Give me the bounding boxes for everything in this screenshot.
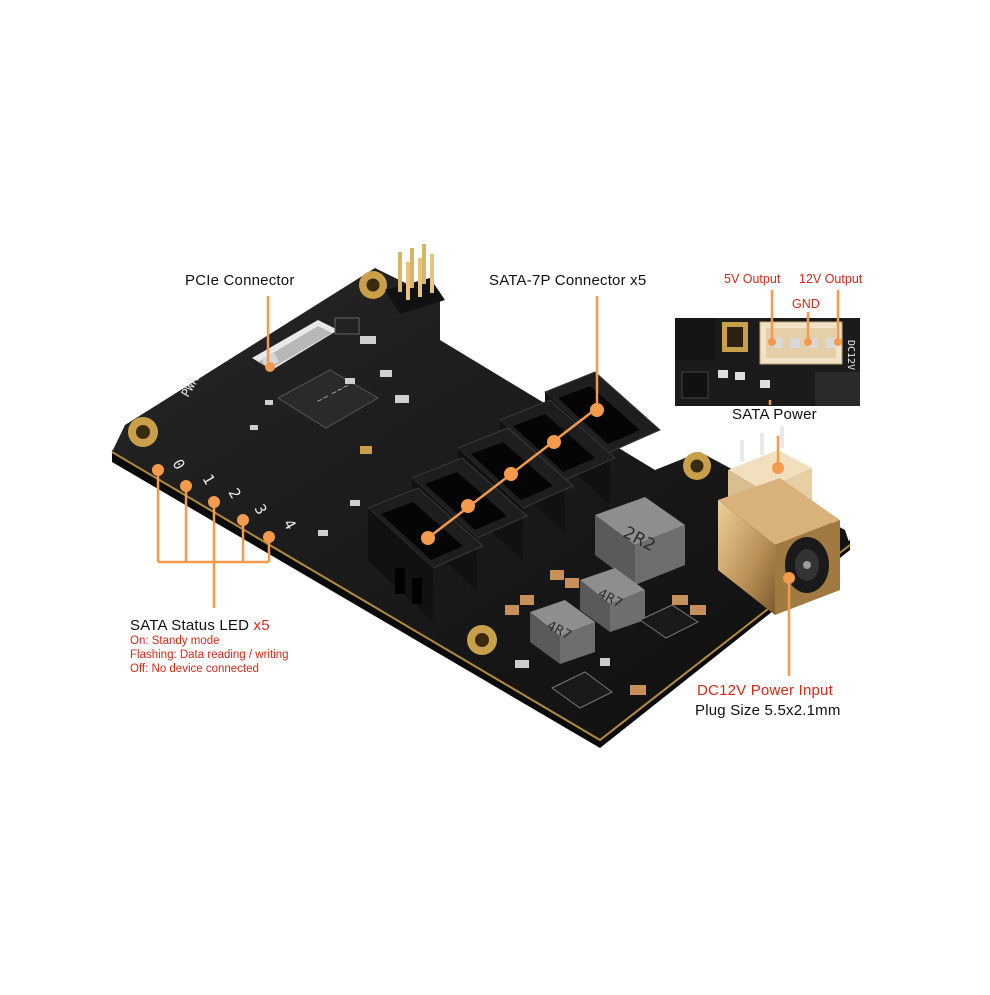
sata-connectors: [367, 371, 661, 621]
controller-chip: ~~ ~~~: [277, 369, 379, 429]
inset-dc12v-label: DC12V: [845, 340, 856, 370]
label-gnd: GND: [792, 297, 820, 311]
label-led-on: On: Standy mode: [130, 635, 220, 647]
label-sata-connector: SATA-7P Connector x5: [489, 272, 647, 289]
pcb-edge-plating: [111, 451, 851, 742]
label-dc-power-input: DC12V Power Input: [697, 682, 833, 699]
led-count-text: x5: [253, 617, 270, 634]
led-title-text: SATA Status LED: [130, 617, 250, 634]
pin-header: [385, 244, 445, 314]
smd-components: [250, 317, 409, 536]
power-smd-components: [505, 570, 706, 695]
regulator-chip: [551, 671, 613, 709]
inductor-2r2: 2R2: [595, 497, 685, 585]
label-5v-output: 5V Output: [724, 272, 781, 286]
sata-power-inset: DC12V: [675, 318, 860, 406]
dc-barrel-jack: [718, 478, 840, 615]
regulator-chip: [639, 604, 700, 639]
label-sata-power: SATA Power: [732, 406, 817, 423]
label-led-off: Off: No device connected: [130, 663, 259, 675]
sata-connector: [367, 487, 484, 621]
label-led-title: SATA Status LED x5: [130, 618, 270, 633]
inductor-4r7: 4R7: [580, 568, 645, 632]
mounting-hole: [467, 625, 497, 655]
label-pcie-connector: PCIe Connector: [185, 272, 295, 289]
mounting-hole: [128, 417, 158, 447]
inductor-4r7: 4R7: [530, 600, 595, 664]
label-led-flashing: Flashing: Data reading / writing: [130, 649, 289, 661]
mounting-hole: [359, 271, 387, 299]
callout-dots: [152, 338, 842, 584]
mounting-hole: [683, 452, 711, 480]
label-plug-size: Plug Size 5.5x2.1mm: [695, 702, 841, 719]
label-12v-output: 12V Output: [799, 272, 863, 286]
